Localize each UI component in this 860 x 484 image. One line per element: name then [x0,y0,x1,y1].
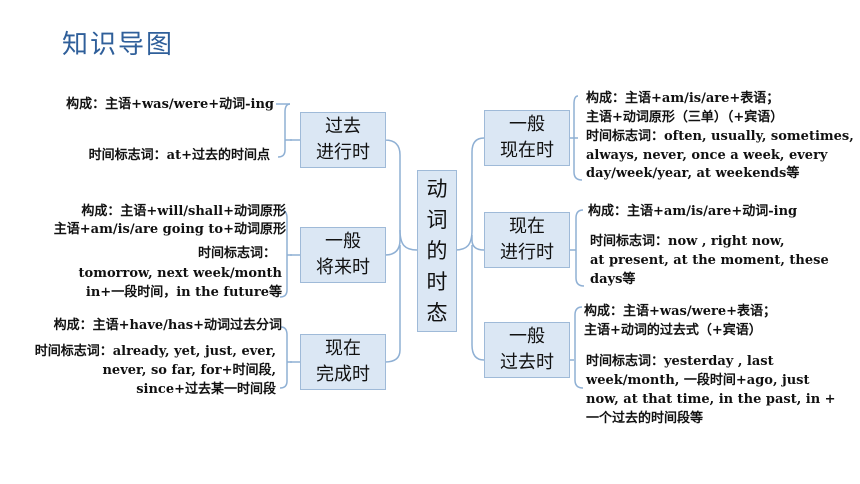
page-title: 知识导图 [62,30,175,60]
present-perfect-time-words-3: since+过去某一时间段 [136,382,276,397]
present-progressive-structure: 构成：主语+am/is/are+动词-ing [588,204,798,219]
node-label: 现在 [325,338,361,359]
center-char: 时 [426,269,448,294]
present-perfect-structure: 构成：主语+have/has+动词过去分词 [53,318,282,333]
center-char: 的 [426,238,448,263]
node-label: 过去 [325,116,361,137]
node-label: 一般 [509,114,545,135]
simple-present-structure-2: 主语+动词原形（三单）（+宾语） [586,110,784,125]
simple-past-structure-2: 主语+动词的过去式（+宾语） [584,323,762,338]
simple-present-time-words-3: day/week/year, at weekends等 [586,166,800,181]
present-progressive-time-words-1: 时间标志词：now , right now, [590,234,785,249]
center-char: 动 [426,176,448,201]
center-char: 词 [426,207,448,232]
simple-future-structure-2: 主语+am/is/are going to+动词原形 [53,222,286,237]
node-present-perfect: 现在完成时 [300,334,386,390]
simple-future-time-words-label: 时间标志词： [197,246,276,261]
simple-past-structure-1: 构成：主语+was/were+表语； [584,304,777,319]
simple-present-time-words-2: always, never, once a week, every [586,148,828,163]
simple-future-structure-1: 构成：主语+will/shall+动词原形 [81,204,286,219]
center-char: 态 [426,300,448,325]
simple-future-time-words-1: tomorrow, next week/month [78,266,282,281]
present-progressive-time-words-3: days等 [590,272,636,287]
present-perfect-time-words-2: never, so far, for+时间段, [102,363,276,378]
present-perfect-time-words-1: 时间标志词：already, yet, just, ever, [34,344,276,359]
node-label: 进行时 [500,242,554,263]
node-label: 进行时 [316,142,370,163]
node-label: 一般 [325,231,361,252]
node-present-progressive: 现在进行时 [484,212,570,268]
simple-present-structure-1: 构成：主语+am/is/are+表语； [586,91,780,106]
node-simple-past: 一般过去时 [484,322,570,378]
node-label: 过去时 [500,352,554,373]
node-simple-future: 一般将来时 [300,227,386,283]
simple-past-time-words-2: week/month, 一段时间+ago, just [586,373,810,388]
simple-present-time-words-1: 时间标志词：often, usually, sometimes, [586,129,854,144]
present-progressive-time-words-2: at present, at the moment, these [590,253,829,268]
node-label: 现在时 [500,140,554,161]
node-label: 将来时 [316,257,370,278]
simple-past-time-words-4: 一个过去的时间段等 [586,411,704,426]
center-topic-box: 动 词 的 时 态 [417,170,457,332]
node-label: 完成时 [316,364,370,385]
simple-future-time-words-2: in+一段时间，in the future等 [85,285,282,300]
simple-past-time-words-3: now, at that time, in the past, in + [586,392,836,407]
simple-past-time-words-1: 时间标志词：yesterday , last [586,354,774,369]
node-label: 一般 [509,326,545,347]
node-simple-present: 一般现在时 [484,110,570,166]
node-label: 现在 [509,216,545,237]
past-progressive-time-words: 时间标志词：at+过去的时间点 [88,148,270,163]
past-progressive-structure: 构成：主语+was/were+动词-ing [66,97,274,112]
node-past-progressive: 过去进行时 [300,112,386,168]
